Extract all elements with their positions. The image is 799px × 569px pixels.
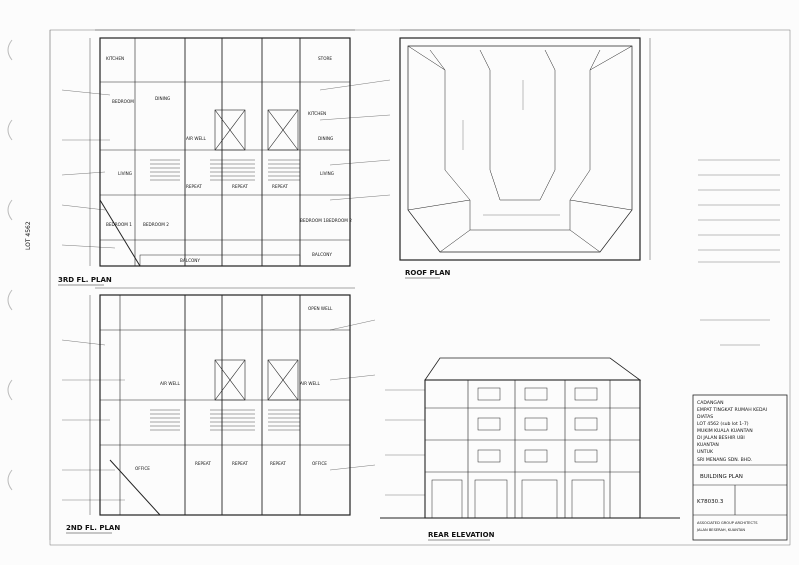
room-label: SRI MENANG SDN. BHD. (697, 457, 752, 463)
rear-elevation (380, 357, 680, 519)
room-label: BEDROOM 1 (106, 222, 132, 227)
room-label: KITCHEN (308, 111, 326, 116)
room-label: DI JALAN BESHIR UBI (697, 435, 745, 441)
room-label: ASSOCIATED GROUP ARCHITECTS (697, 521, 758, 525)
third-floor-title: 3RD FL. PLAN (58, 276, 112, 284)
room-label: BEDROOM 2 (143, 222, 169, 227)
room-label: REPEAT (232, 184, 248, 189)
room-label: REPEAT (270, 461, 286, 466)
room-label: AIR WELL (160, 381, 180, 386)
room-label: BEDROOM 2 (326, 218, 352, 223)
roof-plan (399, 29, 651, 261)
room-label: BEDROOM (112, 99, 134, 104)
room-label: KITCHEN (106, 56, 124, 61)
second-floor-plan: AIR WELL AIR WELL OPEN WELL OFFICE REPEA… (61, 287, 376, 516)
room-label: REPEAT (195, 461, 211, 466)
room-label: OFFICE (312, 461, 327, 466)
room-label: EMPAT TINGKAT RUMAH KEDAI (697, 407, 767, 413)
room-label: UNTUK (697, 449, 714, 455)
room-label: AIR WELL (300, 381, 320, 386)
room-label: DINING (318, 136, 333, 141)
room-label: DIATAS (697, 414, 713, 420)
room-label: LIVING (320, 171, 334, 176)
roof-plan-title: ROOF PLAN (405, 269, 451, 277)
title-block (692, 394, 788, 541)
room-label: REPEAT (272, 184, 288, 189)
room-label: BUILDING PLAN (700, 474, 743, 480)
rear-elevation-title: REAR ELEVATION (428, 531, 495, 539)
room-label: BEDROOM 1 (300, 218, 326, 223)
binder-holes (7, 39, 13, 491)
room-label: AIR WELL (186, 136, 206, 141)
schedule-notes (698, 159, 780, 346)
room-label: CADANGAN (697, 400, 724, 406)
room-label: REPEAT (232, 461, 248, 466)
room-label: OPEN WELL (308, 306, 333, 311)
room-label: REPEAT (186, 184, 202, 189)
second-floor-title: 2ND FL. PLAN (66, 524, 120, 532)
room-label: MUKIM KUALA KUANTAN (697, 428, 753, 434)
room-label: LOT 4562 (sub lot 1-7) (697, 421, 749, 427)
room-label: K78030.3 (697, 499, 724, 505)
room-label: KUANTAN (697, 442, 719, 448)
room-label: BALCONY (180, 258, 200, 263)
room-label: STORE (318, 56, 332, 61)
room-label: LIVING (118, 171, 132, 176)
room-label: DINING (155, 96, 170, 101)
third-floor-plan: KITCHEN BEDROOM DINING AIR WELL LIVING B… (61, 29, 391, 267)
room-label: JALAN BESERAH, KUANTAN (696, 528, 745, 532)
margin-note: LOT 4562 (25, 221, 32, 250)
room-label: BALCONY (312, 252, 332, 257)
room-label: OFFICE (135, 466, 150, 471)
